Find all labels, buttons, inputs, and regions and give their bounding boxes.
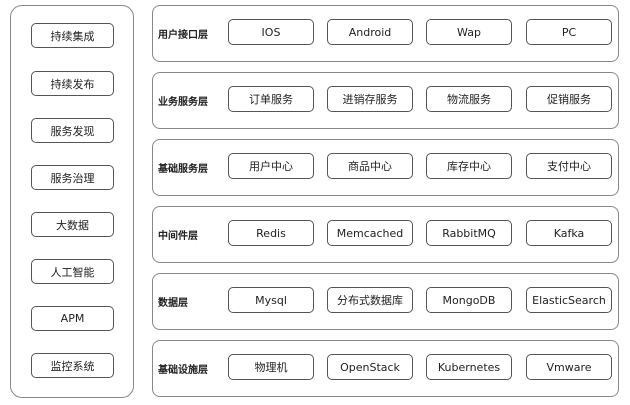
layer-label: 数据层 (158, 298, 188, 309)
sidebar-item-ai: 人工智能 (31, 259, 114, 284)
layer-item: 商品中心 (327, 153, 413, 179)
layer-item: 物理机 (228, 354, 314, 380)
layer-business-service: 业务服务层 订单服务 进销存服务 物流服务 促销服务 (152, 72, 619, 129)
layer-item: 分布式数据库 (327, 287, 413, 313)
layer-label: 业务服务层 (158, 97, 208, 108)
sidebar-item-apm: APM (31, 306, 114, 331)
layer-foundation-service: 基础服务层 用户中心 商品中心 库存中心 支付中心 (152, 139, 619, 196)
sidebar-item-monitoring: 监控系统 (31, 353, 114, 378)
layer-item: Vmware (526, 354, 612, 380)
sidebar-item-service-governance: 服务治理 (31, 165, 114, 190)
layer-item: 促销服务 (526, 86, 612, 112)
layer-label: 用户接口层 (158, 30, 208, 41)
layer-item: IOS (228, 19, 314, 45)
layer-data: 数据层 Mysql 分布式数据库 MongoDB ElasticSearch (152, 273, 619, 330)
layer-label: 中间件层 (158, 231, 198, 242)
layer-item: ElasticSearch (526, 287, 612, 313)
layer-item: Mysql (228, 287, 314, 313)
layer-item: Wap (426, 19, 512, 45)
layer-item: 进销存服务 (327, 86, 413, 112)
sidebar-item-service-discovery: 服务发现 (31, 118, 114, 143)
sidebar-item-continuous-integration: 持续集成 (31, 23, 114, 48)
sidebar-item-big-data: 大数据 (31, 212, 114, 237)
layer-item: 库存中心 (426, 153, 512, 179)
layer-item: Kafka (526, 220, 612, 246)
layer-item: Android (327, 19, 413, 45)
layer-middleware: 中间件层 Redis Memcached RabbitMQ Kafka (152, 206, 619, 263)
sidebar-item-continuous-delivery: 持续发布 (31, 71, 114, 96)
layer-item: OpenStack (327, 354, 413, 380)
layer-item: 订单服务 (228, 86, 314, 112)
layer-item: 用户中心 (228, 153, 314, 179)
layer-infrastructure: 基础设施层 物理机 OpenStack Kubernetes Vmware (152, 340, 619, 397)
layer-item: MongoDB (426, 287, 512, 313)
layer-item: Memcached (327, 220, 413, 246)
layer-item: Kubernetes (426, 354, 512, 380)
layer-label: 基础设施层 (158, 365, 208, 376)
layer-item: 物流服务 (426, 86, 512, 112)
layer-item: Redis (228, 220, 314, 246)
capabilities-panel: 持续集成 持续发布 服务发现 服务治理 大数据 人工智能 APM 监控系统 (10, 5, 134, 398)
layer-item: RabbitMQ (426, 220, 512, 246)
layer-item: PC (526, 19, 612, 45)
layer-item: 支付中心 (526, 153, 612, 179)
layer-user-interface: 用户接口层 IOS Android Wap PC (152, 5, 619, 62)
layer-label: 基础服务层 (158, 164, 208, 175)
